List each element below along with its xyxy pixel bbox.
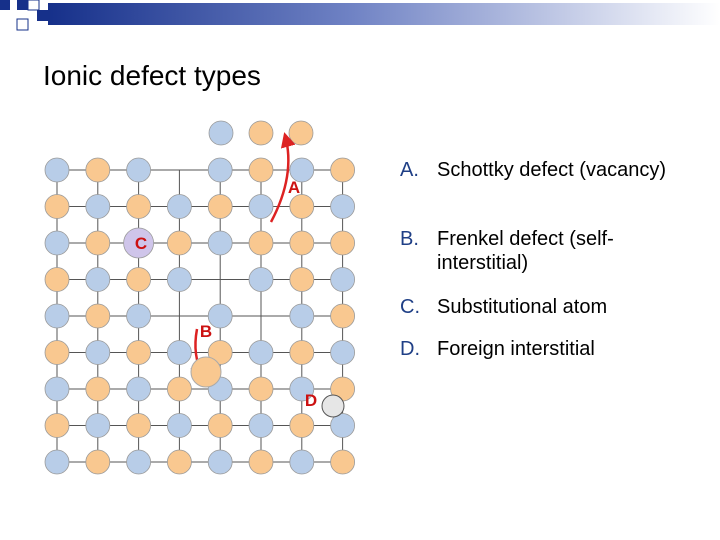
cation-atom xyxy=(44,376,70,402)
marker-a: A xyxy=(288,178,300,197)
cation-atom xyxy=(166,194,192,219)
cation-atom xyxy=(85,413,111,438)
anion-atom xyxy=(248,376,274,402)
cation-atom xyxy=(330,413,356,438)
defect-text: Substitutional atom xyxy=(437,296,608,318)
cation-atom xyxy=(126,157,152,183)
anion-atom xyxy=(289,340,315,365)
foreign-interstitial-atom xyxy=(321,394,345,418)
slide-title: Ionic defect types xyxy=(43,60,261,91)
anion-atom xyxy=(166,376,192,402)
cation-atom xyxy=(126,376,152,402)
cation-atom xyxy=(289,303,315,329)
defect-item-schottky: A. Schottky defect (vacancy) xyxy=(400,158,700,182)
marker-c: C xyxy=(135,234,147,253)
anion-atom xyxy=(126,267,152,292)
marker-d: D xyxy=(305,391,317,410)
cation-atom xyxy=(248,340,274,365)
anion-atom xyxy=(85,449,111,475)
frenkel-interstitial-atom xyxy=(190,356,222,388)
anion-atom xyxy=(126,194,152,219)
anion-atom xyxy=(85,157,111,183)
anion-atom xyxy=(44,267,70,292)
cation-atom xyxy=(166,340,192,365)
defect-text: Foreign interstitial xyxy=(437,338,595,360)
anion-atom xyxy=(330,449,356,475)
cation-atom xyxy=(44,230,70,256)
marker-b: B xyxy=(200,322,212,341)
cation-atom xyxy=(207,157,233,183)
anion-atom xyxy=(126,340,152,365)
anion-atom xyxy=(126,413,152,438)
defect-letter: C. xyxy=(400,296,420,318)
cation-atom xyxy=(207,449,233,475)
anion-atom xyxy=(330,157,356,183)
anion-atom xyxy=(85,230,111,256)
cation-atom xyxy=(207,303,233,329)
lattice-atoms xyxy=(44,120,356,475)
defect-text: Frenkel defect (self-interstitial) xyxy=(437,228,614,274)
cation-atom xyxy=(208,120,234,146)
cation-atom xyxy=(330,194,356,219)
header-banner xyxy=(0,0,720,31)
defect-letter: A. xyxy=(400,159,419,181)
cation-atom xyxy=(330,267,356,292)
cation-atom xyxy=(85,194,111,219)
cation-atom xyxy=(85,340,111,365)
anion-atom xyxy=(44,340,70,365)
anion-atom xyxy=(289,267,315,292)
anion-atom xyxy=(207,194,233,219)
anion-atom xyxy=(85,303,111,329)
anion-atom xyxy=(207,413,233,438)
anion-atom xyxy=(330,303,356,329)
anion-atom xyxy=(289,413,315,438)
anion-atom xyxy=(248,157,274,183)
cation-atom xyxy=(207,230,233,256)
anion-atom xyxy=(330,230,356,256)
cation-atom xyxy=(126,449,152,475)
anion-atom xyxy=(207,340,233,365)
cation-atom xyxy=(166,413,192,438)
defect-item-frenkel: B. Frenkel defect (self-interstitial) xyxy=(400,227,700,275)
cation-atom xyxy=(126,303,152,329)
anion-atom xyxy=(44,413,70,438)
defect-letter: B. xyxy=(400,228,419,250)
defect-item-foreign-interstitial: D. Foreign interstitial xyxy=(400,337,700,361)
defect-overlay: A B C D xyxy=(135,132,345,418)
anion-atom xyxy=(248,120,274,146)
cation-atom xyxy=(289,449,315,475)
cation-atom xyxy=(166,267,192,292)
anion-atom xyxy=(248,449,274,475)
cation-atom xyxy=(248,194,274,219)
cation-atom xyxy=(248,413,274,438)
cation-atom xyxy=(248,267,274,292)
cation-atom xyxy=(330,340,356,365)
defect-letter: D. xyxy=(400,338,420,360)
cation-atom xyxy=(85,267,111,292)
anion-atom xyxy=(166,449,192,475)
cation-atom xyxy=(44,303,70,329)
cation-atom xyxy=(44,449,70,475)
cation-atom xyxy=(289,157,315,183)
anion-atom xyxy=(288,120,314,146)
cation-atom xyxy=(44,157,70,183)
defect-text: Schottky defect (vacancy) xyxy=(437,159,666,181)
cation-atom xyxy=(289,376,315,402)
defect-item-substitutional: C. Substitutional atom xyxy=(400,295,700,319)
anion-atom xyxy=(166,230,192,256)
schottky-arrow xyxy=(269,132,296,223)
substitutional-atom xyxy=(123,227,155,259)
anion-atom xyxy=(44,194,70,219)
anion-atom xyxy=(85,376,111,402)
anion-atom xyxy=(289,194,315,219)
anion-atom xyxy=(248,230,274,256)
anion-atom xyxy=(289,230,315,256)
